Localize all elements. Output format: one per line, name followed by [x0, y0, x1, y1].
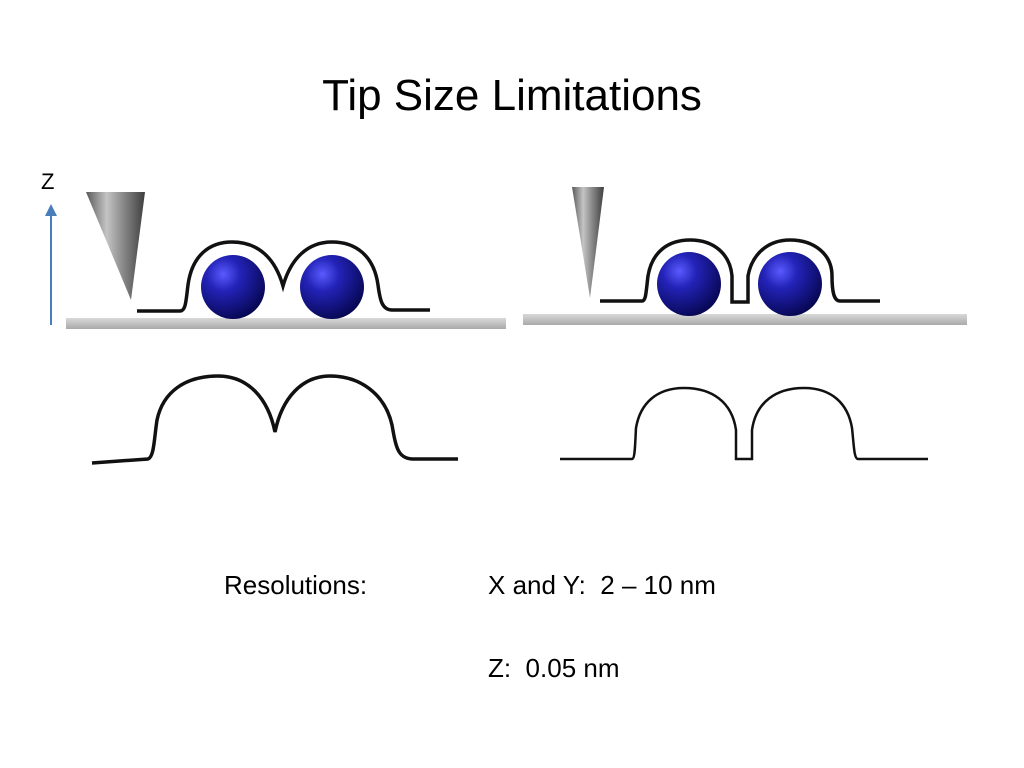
sphere-icon — [657, 252, 721, 316]
blunt-tip-icon — [86, 192, 145, 300]
sharp-tip-icon — [572, 187, 604, 298]
z-axis: Z — [41, 169, 57, 325]
xy-resolution-value: X and Y: 2 – 10 nm — [488, 570, 716, 600]
right-height-profile — [560, 386, 928, 461]
sphere-icon — [758, 252, 822, 316]
arrow-up-icon — [45, 204, 57, 216]
right-tip-path-trace — [600, 238, 880, 304]
left-tip-path-trace — [137, 240, 430, 313]
z-resolution-value: Z: 0.05 nm — [488, 653, 620, 683]
left-panel — [66, 192, 506, 465]
left-sample-spheres — [201, 255, 364, 319]
slide-title: Tip Size Limitations — [322, 71, 702, 120]
sphere-icon — [201, 255, 265, 319]
resolutions-label: Resolutions: — [224, 570, 368, 600]
left-substrate — [66, 318, 506, 329]
right-sample-spheres — [657, 252, 822, 316]
right-substrate — [523, 314, 967, 325]
right-panel — [523, 187, 967, 461]
z-axis-label: Z — [41, 169, 54, 194]
sphere-icon — [300, 255, 364, 319]
left-height-profile — [91, 374, 458, 465]
